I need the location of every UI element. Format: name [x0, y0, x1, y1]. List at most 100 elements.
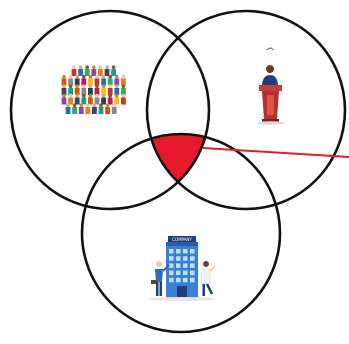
crowd-person-head — [115, 74, 119, 79]
crowd-person-head — [62, 84, 66, 88]
crowd-person — [74, 88, 80, 95]
building-window — [169, 249, 174, 254]
crowd-person-head — [92, 103, 97, 107]
crowd-person-head — [101, 74, 106, 79]
building-window — [190, 270, 195, 276]
crowd-person-head — [82, 84, 86, 88]
crowd-person — [98, 69, 103, 76]
crowd-person-head — [88, 93, 93, 98]
crowd-person — [85, 107, 91, 114]
crowd-person — [101, 97, 106, 105]
crowd-person — [68, 97, 73, 105]
building-window — [169, 277, 174, 283]
building-window — [183, 270, 188, 276]
crowd-person-head — [75, 84, 79, 88]
speaker-podium-icon — [257, 47, 285, 125]
crowd-person-head — [121, 84, 126, 88]
crowd-person — [71, 69, 77, 76]
building-window — [169, 263, 174, 268]
crowd-person — [61, 97, 67, 105]
building-window — [169, 256, 174, 261]
crowd-person — [81, 78, 87, 86]
crowd-person-head — [85, 65, 89, 69]
crowd-person-head — [72, 103, 77, 107]
crowd-person — [68, 88, 73, 95]
crowd-person — [114, 88, 120, 95]
crowd-icon — [61, 62, 132, 114]
crowd-person-head — [66, 103, 70, 107]
crowd-person — [61, 88, 67, 95]
crowd-person-head — [111, 65, 116, 69]
building-window — [176, 256, 181, 261]
crowd-person-head — [108, 93, 112, 98]
building-window — [190, 256, 195, 261]
crowd-person — [88, 88, 93, 95]
building-window — [176, 277, 181, 283]
crowd-person — [74, 78, 80, 86]
crowd-person-head — [95, 93, 99, 98]
crowd-person — [94, 88, 100, 95]
crowd-person-head — [115, 93, 119, 98]
crowd-person — [84, 69, 90, 76]
crowd-person-head — [95, 74, 99, 79]
crowd-person-head — [88, 74, 93, 79]
crowd-person — [81, 97, 87, 105]
crowd-person-head — [75, 93, 79, 98]
crowd-person — [121, 97, 126, 105]
crowd-person-head — [101, 84, 106, 88]
crowd-person-head — [95, 84, 99, 88]
crowd-person-head — [88, 84, 93, 88]
building-window — [190, 249, 195, 254]
building-window — [169, 270, 174, 276]
crowd-person-head — [68, 74, 73, 79]
circle-company — [80, 132, 282, 334]
building-window — [183, 256, 188, 261]
crowd-person — [107, 78, 113, 86]
crowd-person — [105, 107, 110, 114]
crowd-person — [72, 107, 77, 114]
crowd-person — [88, 78, 93, 86]
building-window — [183, 263, 188, 268]
crowd-person — [114, 78, 120, 86]
building-window — [190, 263, 195, 268]
crowd-person-head — [79, 103, 83, 107]
crowd-person-head — [62, 74, 66, 79]
crowd-person-head — [99, 103, 103, 107]
building-window — [190, 277, 195, 283]
crowd-person — [101, 78, 106, 86]
crowd-person-head — [105, 65, 109, 69]
crowd-person-head — [98, 65, 103, 69]
crowd-person — [78, 69, 83, 76]
building-window — [176, 249, 181, 254]
crowd-person — [94, 97, 100, 105]
crowd-person — [121, 78, 126, 86]
crowd-person — [61, 78, 67, 86]
crowd-person-head — [78, 65, 83, 69]
crowd-person-head — [72, 65, 76, 69]
crowd-person — [88, 97, 93, 105]
company-sign-text: COMPANY — [172, 237, 192, 242]
crowd-person-head — [121, 93, 126, 98]
crowd-person-head — [101, 93, 106, 98]
crowd-person — [68, 78, 73, 86]
crowd-person — [121, 88, 126, 95]
crowd-person — [101, 88, 106, 95]
circle-crowd — [9, 9, 211, 211]
crowd-person-head — [75, 74, 79, 79]
crowd-person-head — [105, 103, 110, 107]
building-window — [176, 270, 181, 276]
crowd-person-head — [68, 93, 73, 98]
building-window — [176, 263, 181, 268]
crowd-person-head — [82, 74, 86, 79]
crowd-person — [107, 97, 113, 105]
crowd-person — [65, 107, 71, 114]
crowd-person-head — [82, 93, 86, 98]
company-building-icon: COMPANY — [148, 236, 216, 301]
crowd-person — [104, 69, 110, 76]
circle-speaker — [145, 9, 347, 211]
crowd-person-head — [62, 93, 66, 98]
crowd-person — [98, 107, 104, 114]
crowd-person — [91, 69, 97, 76]
crowd-person — [111, 107, 117, 114]
pointer-line — [202, 147, 349, 158]
